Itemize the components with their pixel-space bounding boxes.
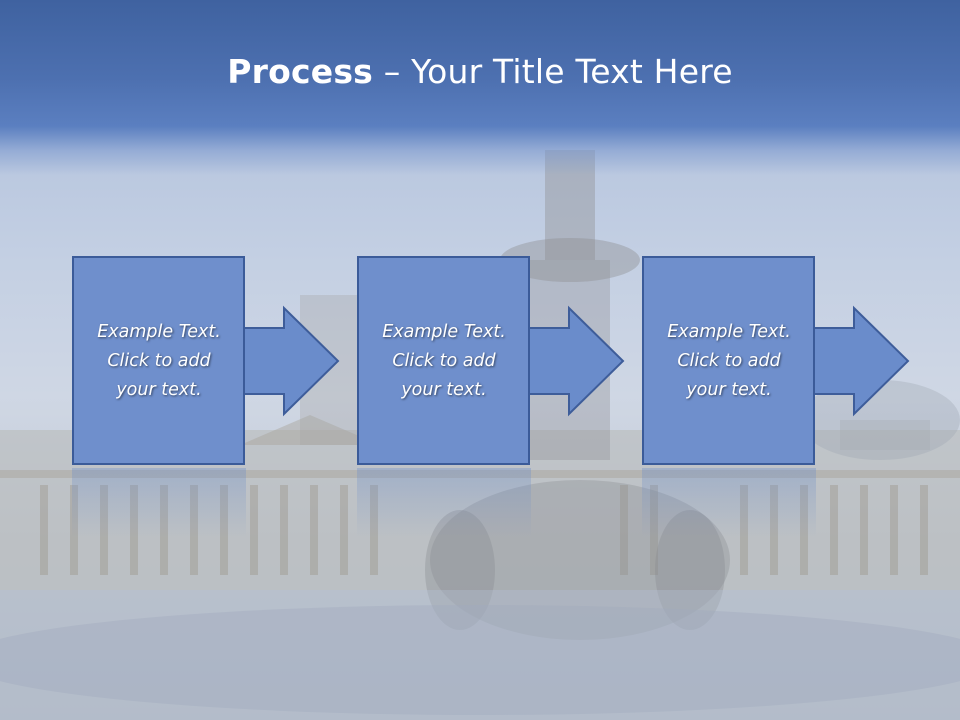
step-reflection — [72, 468, 246, 538]
process-step-3[interactable]: Example Text. Click to add your text. — [642, 256, 960, 466]
step-text: Example Text. Click to add your text. — [667, 321, 791, 400]
step-box[interactable]: Example Text. Click to add your text. — [72, 256, 246, 466]
right-arrow-icon — [72, 256, 340, 465]
title-rest: – Your Title Text Here — [373, 52, 733, 91]
process-step-1[interactable]: Example Text. Click to add your text. — [72, 256, 422, 466]
step-reflection — [357, 468, 531, 538]
step-reflection — [642, 468, 816, 538]
title-bold: Process — [227, 52, 374, 91]
header-band — [0, 0, 960, 175]
page-title[interactable]: Process – Your Title Text Here — [0, 52, 960, 91]
right-arrow-icon — [642, 256, 910, 465]
right-arrow-icon — [357, 256, 625, 465]
process-step-2[interactable]: Example Text. Click to add your text. — [357, 256, 707, 466]
step-box[interactable]: Example Text. Click to add your text. — [357, 256, 531, 466]
step-text: Example Text. Click to add your text. — [97, 321, 221, 400]
step-box[interactable]: Example Text. Click to add your text. — [642, 256, 816, 466]
step-text: Example Text. Click to add your text. — [382, 321, 506, 400]
